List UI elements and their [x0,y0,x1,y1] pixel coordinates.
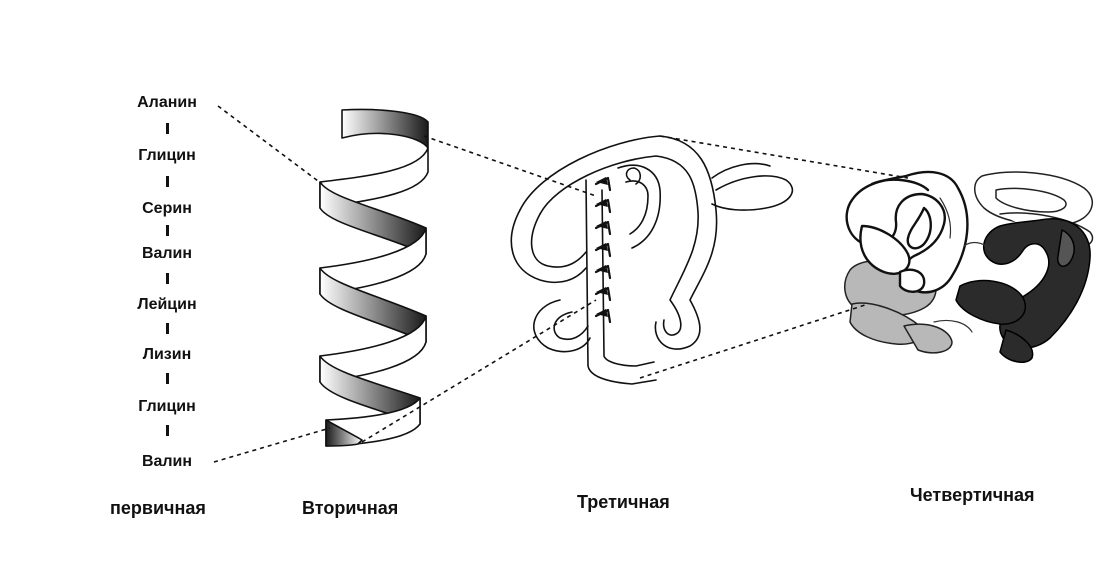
peptide-bond-3 [166,225,169,236]
connector-tertiary-bottom [640,304,868,378]
amino-acid-5: Лейцин [97,296,237,314]
amino-acid-4: Валин [97,245,237,263]
peptide-bond-1 [166,123,169,134]
peptide-bond-5 [166,323,169,334]
label-secondary-structure: Вторичная [302,498,398,519]
amino-acid-8: Валин [97,453,237,471]
quaternary-complex [845,172,1093,362]
peptide-bond-2 [166,176,169,187]
label-quaternary-structure: Четвертичная [910,485,1035,506]
connector-tertiary-top [660,136,908,178]
amino-acid-2: Глицин [97,147,237,165]
amino-acid-7: Глицин [97,398,237,416]
connector-primary-top [218,106,322,184]
peptide-bond-6 [166,373,169,384]
amino-acid-3: Серин [97,200,237,218]
connector-lines [214,106,908,462]
label-tertiary-structure: Третичная [577,492,670,513]
peptide-bond-7 [166,425,169,436]
amino-acid-6: Лизин [97,346,237,364]
tertiary-fold [511,136,792,384]
peptide-bond-4 [166,273,169,284]
alpha-helix [320,110,428,447]
amino-acid-1: Аланин [97,94,237,112]
connector-secondary-top [424,136,596,196]
label-primary-structure: первичная [110,498,206,519]
